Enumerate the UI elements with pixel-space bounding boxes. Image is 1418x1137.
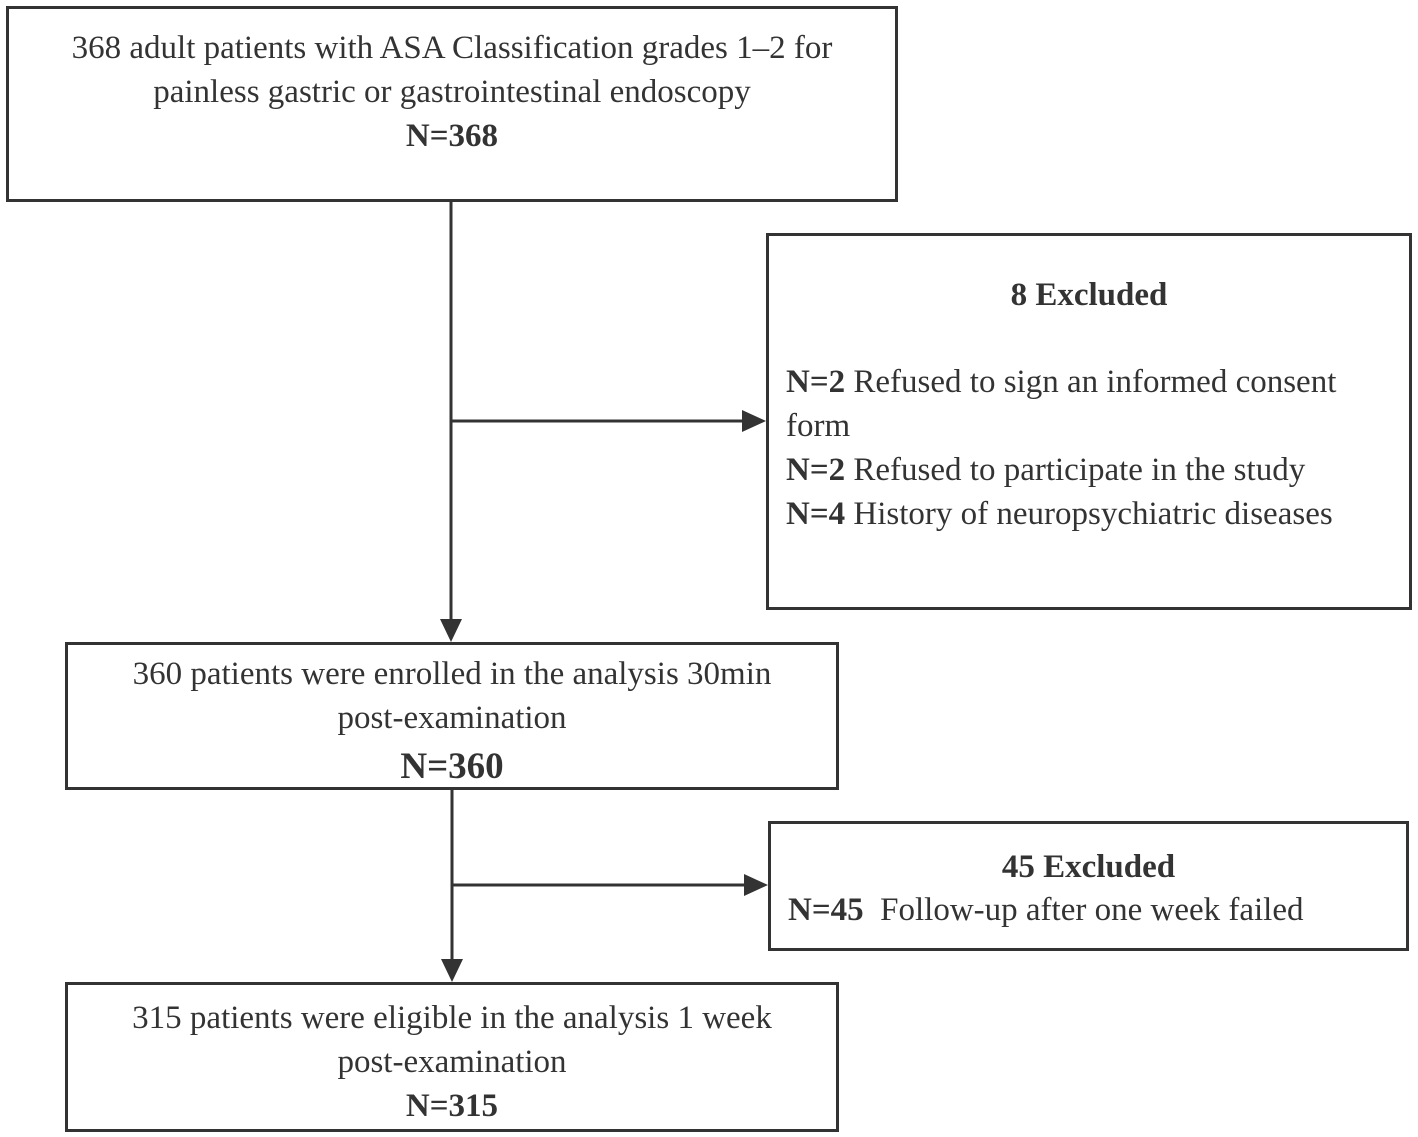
arrow-to-exclusion1-head xyxy=(742,410,766,432)
arrow-to-exclusion2-head xyxy=(744,874,768,896)
exclusion1-item-text: Refused to participate in the study xyxy=(845,452,1306,488)
exclusion2-item: N=45 Follow-up after one week failed xyxy=(788,888,1304,932)
final-analysis-box: 315 patients were eligible in the analys… xyxy=(65,982,839,1132)
enrolled-count: N=360 xyxy=(400,746,504,787)
start-count: N=368 xyxy=(405,118,499,154)
exclusion2-title: 45 Excluded xyxy=(1001,849,1176,885)
enrolled-line2: post-examination xyxy=(337,700,567,736)
enrolled-box: 360 patients were enrolled in the analys… xyxy=(65,642,839,790)
exclusion1-item: N=2 Refused to participate in the study xyxy=(786,448,1386,492)
arrow-enrolled-to-final-head xyxy=(441,959,463,982)
final-count: N=315 xyxy=(405,1088,499,1124)
exclusion2-item-count: N=45 xyxy=(788,892,864,928)
start-line2: painless gastric or gastrointestinal end… xyxy=(153,74,751,110)
exclusion1-item-text: History of neuropsychiatric diseases xyxy=(845,496,1333,532)
final-line1: 315 patients were eligible in the analys… xyxy=(132,1000,772,1036)
exclusion1-item-count: N=2 xyxy=(786,364,846,400)
exclusion1-item: N=2 Refused to sign an informed consent … xyxy=(786,360,1386,448)
exclusion-box-1: 8 Excluded N=2 Refused to sign an inform… xyxy=(766,233,1412,610)
final-line2: post-examination xyxy=(337,1044,567,1080)
exclusion2-list: N=45 Follow-up after one week failed xyxy=(788,888,1304,932)
exclusion1-item-text: Refused to sign an informed consent form xyxy=(786,364,1337,444)
exclusion-box-2: 45 Excluded N=45 Follow-up after one wee… xyxy=(768,821,1409,951)
start-population-box: 368 adult patients with ASA Classificati… xyxy=(6,6,898,202)
arrow-start-to-enrolled-head xyxy=(440,619,462,642)
exclusion1-item-count: N=2 xyxy=(786,452,846,488)
start-line1: 368 adult patients with ASA Classificati… xyxy=(71,30,833,66)
exclusion1-item: N=4 History of neuropsychiatric diseases xyxy=(786,492,1386,536)
exclusion2-item-text: Follow-up after one week failed xyxy=(863,892,1304,928)
exclusion1-item-count: N=4 xyxy=(786,496,846,532)
enrolled-line1: 360 patients were enrolled in the analys… xyxy=(132,656,772,692)
exclusion1-title: 8 Excluded xyxy=(1010,277,1168,313)
exclusion1-list: N=2 Refused to sign an informed consent … xyxy=(786,360,1386,536)
